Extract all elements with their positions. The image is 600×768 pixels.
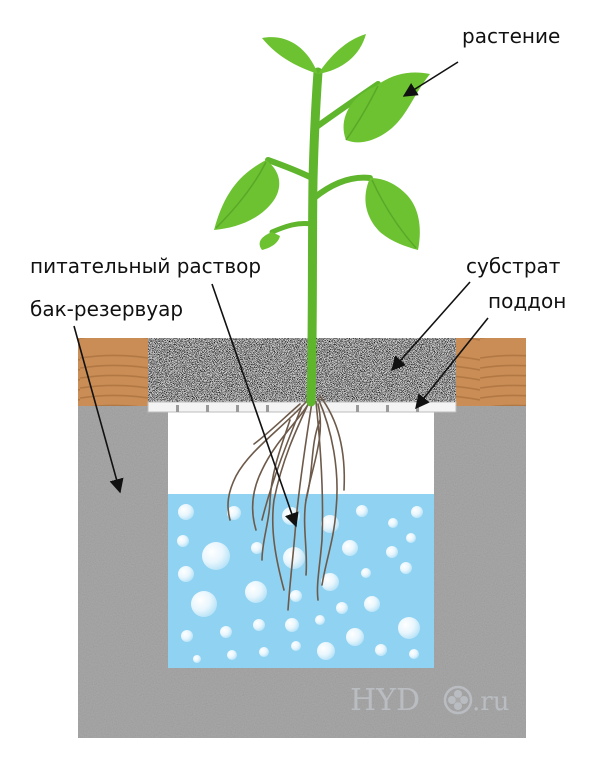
wood-block-right — [456, 338, 526, 406]
label-nutrient-solution: питательный раствор — [30, 254, 261, 278]
watermark-name: HYD — [350, 683, 420, 718]
watermark: HYD .ru — [350, 683, 509, 718]
watermark-suffix: .ru — [472, 687, 509, 717]
arrow-plant — [402, 61, 459, 97]
plant-branch-left-low — [269, 221, 314, 235]
plant-leaves — [214, 34, 430, 250]
label-substrate: субстрат — [466, 254, 561, 278]
plant-branch-left — [265, 157, 315, 181]
leaf-veins — [215, 85, 417, 249]
substrate-layer — [148, 338, 456, 404]
label-reservoir-tank: бак-резервуар — [30, 297, 183, 321]
arrow-reservoir-tank — [73, 325, 124, 494]
arrow-tray — [415, 317, 489, 410]
leader-arrows — [73, 61, 489, 528]
watermark-flower-icon — [443, 685, 473, 715]
reservoir-tank-body — [78, 406, 526, 738]
plant-stem — [306, 67, 323, 407]
arrow-nutrient-solution — [211, 283, 299, 528]
wood-block-left — [78, 338, 148, 406]
label-plant: растение — [462, 24, 560, 48]
label-tray: поддон — [488, 289, 566, 313]
arrow-substrate — [391, 281, 471, 372]
plant-branch-right-low — [311, 174, 373, 201]
plant-roots — [227, 395, 346, 611]
